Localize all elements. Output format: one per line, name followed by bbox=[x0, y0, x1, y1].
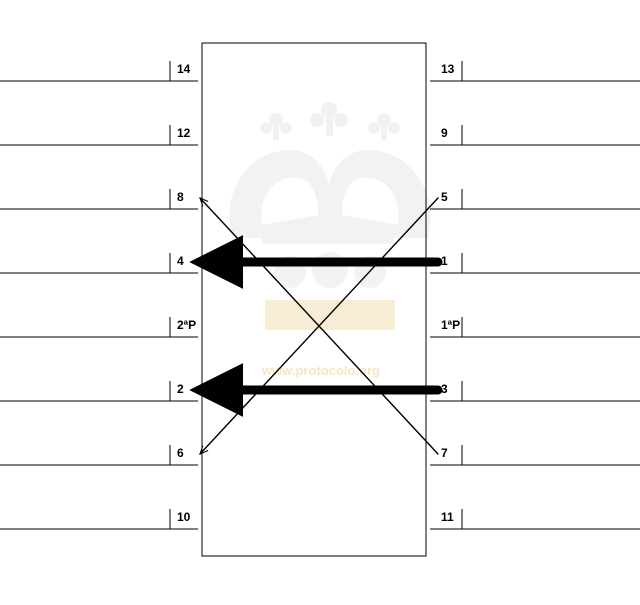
seat-label-right: 13 bbox=[441, 62, 455, 76]
seat-label-left: 8 bbox=[177, 190, 184, 204]
seat-label-left: 4 bbox=[177, 254, 184, 268]
seat-label-left: 10 bbox=[177, 510, 191, 524]
seat-label-left: 14 bbox=[177, 62, 191, 76]
fleur-center-icon bbox=[310, 102, 348, 136]
seat-label-right: 1ªP bbox=[441, 318, 460, 332]
seat-label-left: 6 bbox=[177, 446, 184, 460]
seat-label-right: 3 bbox=[441, 382, 448, 396]
fleur-left-icon bbox=[260, 113, 292, 140]
seat-change-arrows bbox=[189, 198, 443, 454]
seat-label-right: 7 bbox=[441, 446, 448, 460]
seat-label-right: 11 bbox=[441, 510, 454, 524]
seat-label-right: 5 bbox=[441, 190, 448, 204]
watermark-text: www.protocolo.org bbox=[261, 363, 380, 378]
seat-label-left: 12 bbox=[177, 126, 191, 140]
seat-label-left: 2ªP bbox=[177, 318, 196, 332]
seat-label-right: 1 bbox=[441, 254, 448, 268]
seat-label-left: 2 bbox=[177, 382, 184, 396]
fleur-right-icon bbox=[368, 113, 400, 140]
table-outline bbox=[201, 42, 427, 557]
left-seat-column: 14 12 8 4 2ªP 2 6 10 bbox=[0, 61, 198, 530]
seat-label-right: 9 bbox=[441, 126, 448, 140]
crown-watermark: www.protocolo.org bbox=[229, 102, 431, 378]
right-seat-column: 13 9 5 1 1ªP 3 7 11 bbox=[430, 61, 640, 530]
